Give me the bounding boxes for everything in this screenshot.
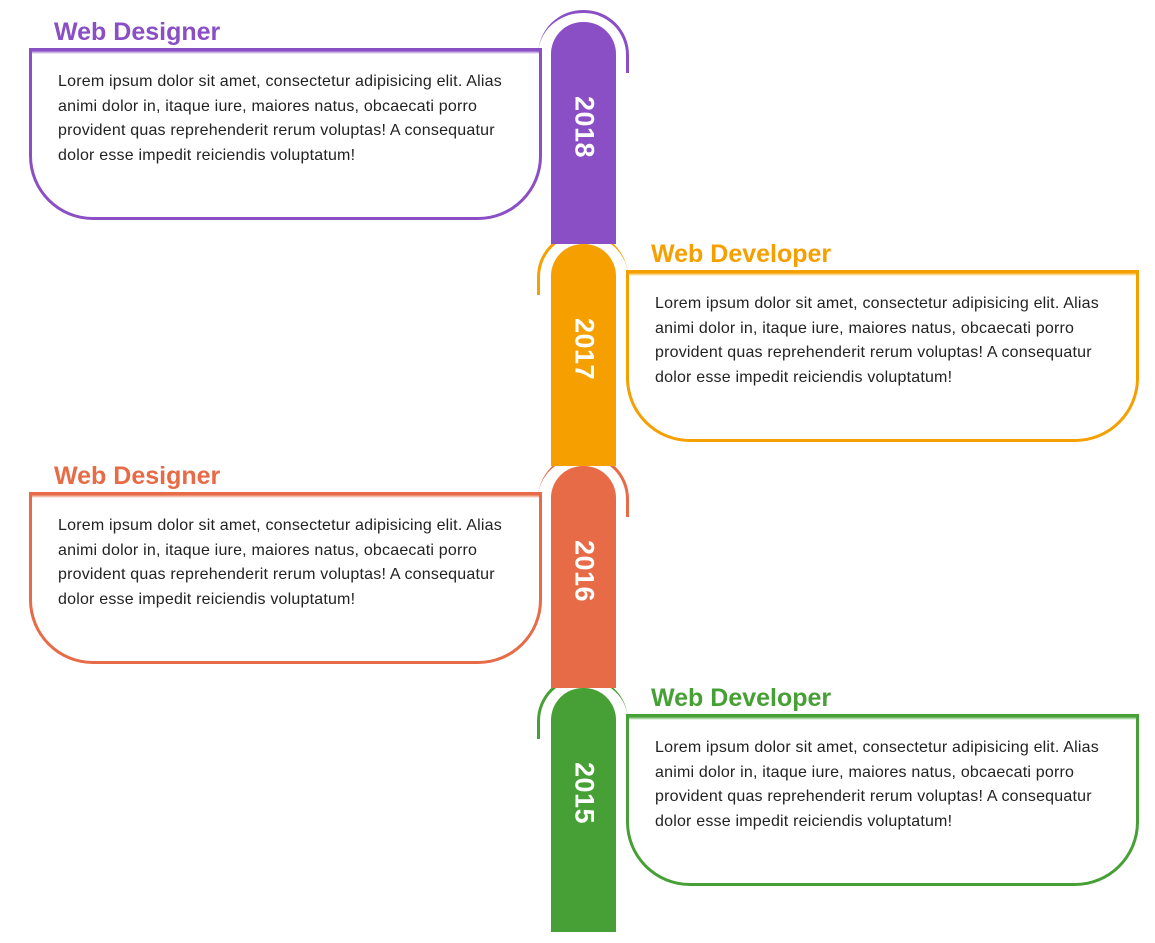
year-label: 2016 — [569, 539, 599, 603]
year-bar: 2016 — [551, 466, 616, 688]
item-card: Lorem ipsum dolor sit amet, consectetur … — [29, 48, 542, 220]
year-label: 2018 — [569, 95, 599, 159]
item-title: Web Developer — [651, 240, 832, 268]
timeline-item-2015: 2015 Web Developer Lorem ipsum dolor sit… — [0, 666, 1155, 932]
item-title: Web Designer — [54, 462, 221, 490]
item-title: Web Designer — [54, 18, 221, 46]
year-bar: 2015 — [551, 688, 616, 932]
year-label: 2015 — [569, 761, 599, 825]
item-card: Lorem ipsum dolor sit amet, consectetur … — [626, 270, 1139, 442]
year-label: 2017 — [569, 317, 599, 381]
year-bar: 2017 — [551, 244, 616, 466]
item-description: Lorem ipsum dolor sit amet, consectetur … — [58, 73, 502, 164]
item-description: Lorem ipsum dolor sit amet, consectetur … — [58, 517, 502, 608]
item-card: Lorem ipsum dolor sit amet, consectetur … — [29, 492, 542, 664]
item-description: Lorem ipsum dolor sit amet, consectetur … — [655, 739, 1099, 830]
timeline-item-2017: 2017 Web Developer Lorem ipsum dolor sit… — [0, 222, 1155, 466]
item-description: Lorem ipsum dolor sit amet, consectetur … — [655, 295, 1099, 386]
item-card: Lorem ipsum dolor sit amet, consectetur … — [626, 714, 1139, 886]
year-bar: 2018 — [551, 22, 616, 244]
timeline-item-2016: 2016 Web Designer Lorem ipsum dolor sit … — [0, 444, 1155, 688]
item-title: Web Developer — [651, 684, 832, 712]
timeline-item-2018: 2018 Web Designer Lorem ipsum dolor sit … — [0, 0, 1155, 244]
